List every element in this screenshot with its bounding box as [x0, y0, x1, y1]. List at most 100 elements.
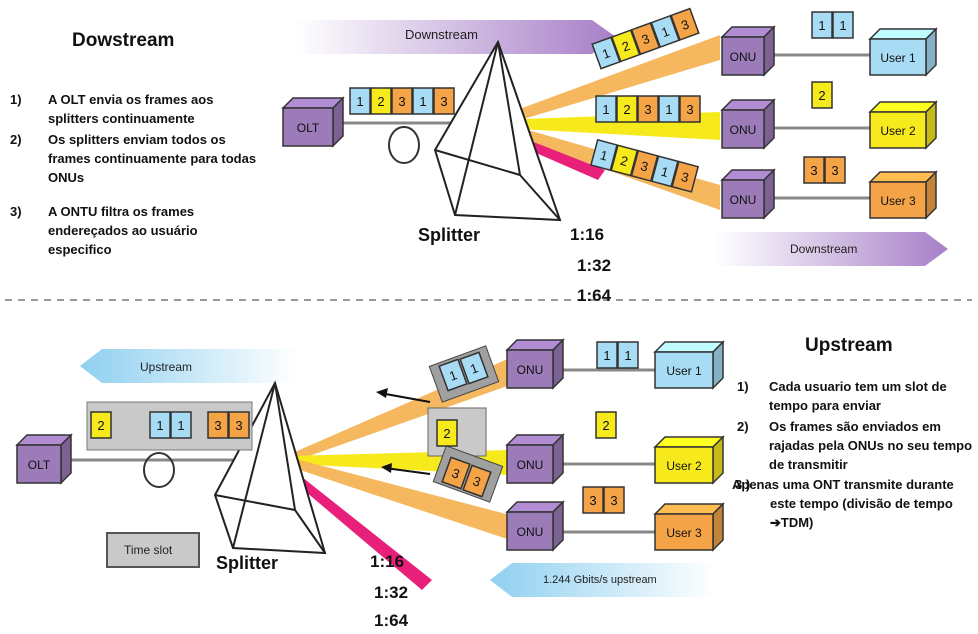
- svg-text:1: 1: [156, 418, 163, 433]
- downstream-top-arrow: [295, 20, 616, 54]
- olt-downstream: OLT: [281, 96, 345, 148]
- us-user-2: User 2: [653, 435, 725, 485]
- burst-1-frame-1: 1: [459, 351, 489, 385]
- us-onu-3: ONU: [505, 500, 565, 552]
- branch-2-frame-0: 1: [590, 138, 618, 172]
- downstream-top-arrow-label: Downstream: [405, 27, 478, 42]
- svg-text:2: 2: [97, 418, 104, 433]
- branch-1-frame-0: 1: [595, 95, 617, 123]
- svg-text:User 2: User 2: [880, 124, 916, 138]
- splitter-label-up: Splitter: [216, 553, 279, 573]
- branch-2-frame-1: 2: [610, 144, 639, 177]
- us-user2-frame-0: 2: [595, 411, 617, 439]
- ds-item-1-num: 1): [10, 92, 22, 107]
- svg-text:3: 3: [640, 31, 652, 48]
- branch-1-frame-1: 2: [616, 95, 638, 123]
- svg-text:OLT: OLT: [28, 458, 51, 472]
- branch-1-frame-3: 1: [658, 95, 680, 123]
- onu-3: ONU: [720, 168, 776, 220]
- user-1: User 1: [868, 27, 938, 77]
- svg-text:1: 1: [659, 164, 670, 180]
- olt-upstream: OLT: [15, 433, 73, 485]
- svg-text:1: 1: [659, 24, 671, 41]
- us-onu-2: ONU: [505, 433, 565, 485]
- svg-text:ONU: ONU: [517, 363, 544, 377]
- us-item-2-num: 2): [737, 419, 749, 434]
- us-olt-frame-3: 3: [207, 411, 229, 439]
- ds-item-1-text: A OLT envia os frames aos splitters cont…: [48, 92, 214, 126]
- ds-user1-frame-0: 1: [811, 11, 833, 39]
- us-user1-frame-1: 1: [617, 341, 639, 369]
- svg-text:3: 3: [471, 473, 483, 490]
- burst-1-frame-0: 1: [438, 358, 468, 392]
- user-2: User 2: [868, 100, 938, 150]
- svg-text:2: 2: [619, 153, 630, 169]
- svg-text:3: 3: [680, 169, 691, 185]
- svg-text:1: 1: [839, 18, 846, 33]
- onu-2: ONU: [720, 98, 776, 150]
- svg-text:3: 3: [610, 493, 617, 508]
- upstream-top-arrow: [80, 349, 298, 383]
- svg-text:3: 3: [398, 94, 405, 109]
- svg-text:2: 2: [443, 426, 450, 441]
- svg-text:1: 1: [356, 94, 363, 109]
- branch-0-frame-0: 1: [591, 36, 621, 70]
- olt-frame-4: 3: [433, 87, 455, 115]
- user-3: User 3: [868, 170, 938, 220]
- svg-text:1: 1: [602, 102, 609, 117]
- svg-text:1: 1: [468, 360, 480, 377]
- svg-text:3: 3: [831, 163, 838, 178]
- svg-text:2: 2: [818, 88, 825, 103]
- svg-text:User 1: User 1: [880, 51, 916, 65]
- downstream-bottom-arrow-label: Downstream: [790, 242, 858, 256]
- branch-0-frame-4: 3: [670, 7, 700, 41]
- svg-text:3: 3: [214, 418, 221, 433]
- ratio-64: 1:64: [577, 286, 612, 305]
- upstream-bottom-arrow-label: 1.244 Gbits/s upstream: [543, 574, 657, 586]
- ratio-32-up: 1:32: [374, 583, 409, 602]
- svg-text:1: 1: [177, 418, 184, 433]
- svg-text:User 3: User 3: [666, 526, 702, 540]
- svg-text:OLT: OLT: [297, 121, 320, 135]
- ds-user3-frame-0: 3: [803, 156, 825, 184]
- svg-text:3: 3: [644, 102, 651, 117]
- us-item-2-text: Os frames são enviados em rajadas pela O…: [769, 419, 973, 472]
- olt-frame-2: 3: [391, 87, 413, 115]
- ds-item-3-text: A ONTU filtra os frames endereçados ao u…: [48, 204, 198, 257]
- upstream-heading: Upstream: [805, 335, 893, 356]
- upstream-bottom-arrow: [490, 563, 715, 597]
- svg-text:User 2: User 2: [666, 459, 702, 473]
- svg-text:2: 2: [623, 102, 630, 117]
- branch-0-frame-1: 2: [610, 29, 641, 63]
- svg-text:3: 3: [686, 102, 693, 117]
- us-item-3-num: 3 ): [735, 477, 751, 492]
- downstream-bottom-arrow: [715, 232, 948, 266]
- svg-text:ONU: ONU: [730, 193, 757, 207]
- svg-text:3: 3: [810, 163, 817, 178]
- burst-2-frame-0: 2: [436, 419, 458, 447]
- ds-user2-frame-0: 2: [811, 81, 833, 109]
- branch-0-frame-2: 3: [630, 22, 661, 56]
- branch-2-frame-3: 1: [650, 155, 679, 188]
- svg-text:2: 2: [620, 38, 632, 55]
- svg-text:ONU: ONU: [730, 50, 757, 64]
- olt-frame-0: 1: [349, 87, 371, 115]
- svg-text:User 3: User 3: [880, 194, 916, 208]
- svg-text:3: 3: [235, 418, 242, 433]
- splitter-label: Splitter: [418, 225, 481, 245]
- branch-2-frame-2: 3: [630, 149, 659, 182]
- svg-text:1: 1: [447, 367, 459, 384]
- us-olt-frame-4: 3: [228, 411, 250, 439]
- svg-text:3: 3: [450, 465, 462, 482]
- us-olt-frame-1: 1: [149, 411, 171, 439]
- ds-item-3-num: 3): [10, 204, 22, 219]
- us-user3-frame-0: 3: [582, 486, 604, 514]
- time-slot-box: [106, 532, 200, 568]
- ds-user1-frame-1: 1: [832, 11, 854, 39]
- svg-text:3: 3: [639, 158, 650, 174]
- splitter-pyramid-up: [213, 380, 327, 555]
- svg-text:2: 2: [377, 94, 384, 109]
- svg-text:User 1: User 1: [666, 364, 702, 378]
- splitter-pyramid: [433, 39, 562, 222]
- burst-3-frame-0: 3: [441, 456, 471, 490]
